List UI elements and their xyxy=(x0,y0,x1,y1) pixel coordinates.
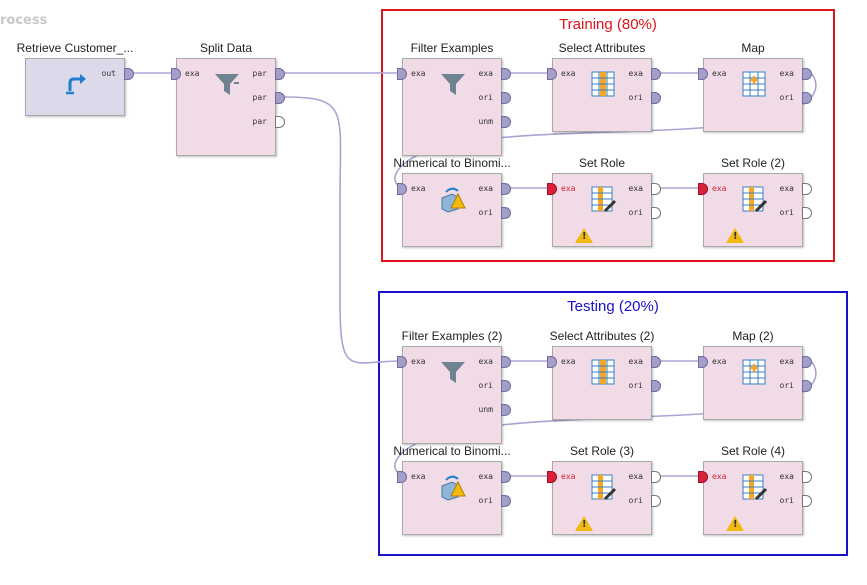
operator-body[interactable]: out xyxy=(25,58,134,116)
funnel-icon xyxy=(441,362,465,383)
operator-title: Numerical to Binomi... xyxy=(393,444,511,458)
operator-body[interactable]: exa exa ori ! xyxy=(698,173,812,247)
map-table-icon xyxy=(742,359,766,385)
operator-body[interactable]: exa exa ori xyxy=(397,173,511,247)
warning-icon[interactable]: ! xyxy=(726,516,744,531)
operator-title: Select Attributes xyxy=(558,41,646,55)
wire-split-filter2 xyxy=(283,96,403,364)
operator-title: Numerical to Binomi... xyxy=(393,156,511,170)
warning-icon[interactable]: ! xyxy=(575,516,593,531)
operator-body[interactable]: exa exa ori xyxy=(698,346,812,420)
operator-body[interactable]: exa exa ori xyxy=(698,58,812,132)
operator-title: Set Role (2) xyxy=(720,156,786,170)
operator-body[interactable]: exa exa ori ! xyxy=(547,461,661,535)
operator-title: Filter Examples (2) xyxy=(401,329,503,343)
operator-body[interactable]: exa par par par xyxy=(171,58,285,156)
operator-title: Filter Examples xyxy=(410,41,494,55)
operator-title: Map (2) xyxy=(732,329,774,343)
convert-cube-icon xyxy=(441,475,466,501)
operator-title: Select Attributes (2) xyxy=(549,329,655,343)
set-role-table-icon xyxy=(742,186,768,213)
warning-icon[interactable]: ! xyxy=(575,228,593,243)
convert-cube-icon xyxy=(441,187,466,213)
operator-title: Set Role (4) xyxy=(720,444,786,458)
operator-body[interactable]: exa exa ori xyxy=(547,346,661,420)
training-group-title: Training (80%) xyxy=(559,16,657,33)
funnel-icon xyxy=(441,74,465,95)
operator-title: Retrieve Customer_... xyxy=(16,41,134,55)
retrieve-arrow-icon xyxy=(66,74,86,95)
operator-body[interactable]: exa exa ori ! xyxy=(547,173,661,247)
warning-icon[interactable]: ! xyxy=(726,228,744,243)
operator-title: Set Role xyxy=(578,156,626,170)
process-label: rocess xyxy=(0,13,48,28)
attribute-table-icon xyxy=(591,359,615,385)
operator-body[interactable]: exa exa ori xyxy=(547,58,661,132)
operator-body[interactable]: exa exa ori ! xyxy=(698,461,812,535)
training-group: Training (80%) xyxy=(381,9,835,262)
operator-title: Map xyxy=(741,41,765,55)
attribute-table-icon xyxy=(591,71,615,97)
set-role-table-icon xyxy=(591,186,617,213)
set-role-table-icon xyxy=(742,474,768,501)
operator-body[interactable]: exa exa ori unm xyxy=(397,346,511,444)
operator-title: Set Role (3) xyxy=(569,444,635,458)
operator-body[interactable]: exa exa ori unm xyxy=(397,58,511,156)
operator-body[interactable]: exa exa ori xyxy=(397,461,511,535)
funnel-icon xyxy=(215,74,239,95)
testing-group: Testing (20%) xyxy=(378,291,848,556)
testing-group-title: Testing (20%) xyxy=(567,298,659,315)
set-role-table-icon xyxy=(591,474,617,501)
map-table-icon xyxy=(742,71,766,97)
operator-title: Split Data xyxy=(199,41,253,55)
